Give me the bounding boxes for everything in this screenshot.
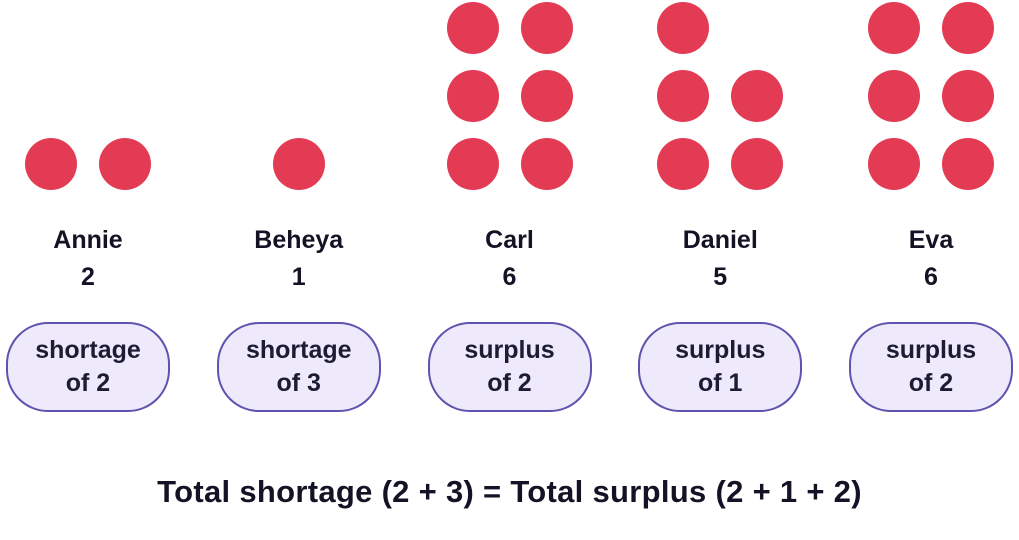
- counter-dot: [446, 70, 499, 122]
- person-name: Eva: [908, 226, 954, 254]
- dot-grid: [236, 2, 362, 190]
- status-badge: surplus of 2: [849, 321, 1013, 412]
- person-name: Annie: [53, 226, 123, 254]
- badge-line-2: of 2: [908, 368, 954, 397]
- person-name: Daniel: [682, 226, 758, 254]
- dot-row: [236, 138, 362, 190]
- badge-line-1: shortage: [35, 336, 141, 364]
- dot-grid: [657, 2, 784, 190]
- counter-dot: [446, 138, 499, 190]
- dot-row: [868, 138, 994, 190]
- dot-row: [657, 138, 784, 190]
- person-column-beheya: Beheya 1 shortage of 3: [211, 2, 387, 412]
- badge-line-2: of 3: [276, 368, 321, 397]
- dot-row: [868, 70, 994, 122]
- counter-dot: [520, 2, 573, 54]
- badge-line-1: shortage: [245, 336, 352, 364]
- person-name: Beheya: [254, 226, 344, 254]
- dot-row: [446, 70, 573, 122]
- counter-dot: [657, 2, 710, 54]
- person-count: 6: [502, 262, 517, 291]
- badge-line-2: of 2: [487, 368, 532, 397]
- dot-grid: [25, 2, 151, 190]
- person-column-daniel: Daniel 5 surplus of 1: [632, 2, 808, 412]
- badge-line-2: of 1: [698, 368, 743, 397]
- counter-dot: [99, 138, 151, 190]
- counter-dot: [942, 70, 994, 122]
- dot-grid: [868, 2, 994, 190]
- counter-dot: [446, 2, 499, 54]
- counter-dot: [520, 138, 573, 190]
- counter-dot: [868, 2, 920, 54]
- dot-row: [446, 138, 573, 190]
- badge-line-1: surplus: [464, 336, 555, 364]
- badge-line-1: surplus: [675, 336, 766, 364]
- dot-row: [657, 2, 783, 54]
- counter-dot: [731, 138, 784, 190]
- equation-text: Total shortage (2 + 3) = Total surplus (…: [157, 473, 862, 509]
- person-count: 5: [713, 262, 728, 291]
- dot-row: [657, 70, 784, 122]
- status-badge: shortage of 2: [6, 321, 170, 412]
- dot-row: [25, 138, 151, 190]
- person-column-eva: Eva 6 surplus of 2: [843, 2, 1019, 412]
- status-badge: shortage of 3: [216, 321, 381, 412]
- counter-dot: [731, 70, 784, 122]
- person-column-annie: Annie 2 shortage of 2: [0, 2, 176, 412]
- status-badge: surplus of 1: [638, 321, 803, 412]
- badge-line-2: of 2: [65, 368, 111, 397]
- counter-dot: [272, 138, 325, 190]
- person-count: 6: [924, 262, 938, 291]
- person-columns: Annie 2 shortage of 2 Beheya 1 shortage of 3 Car…: [0, 2, 1019, 412]
- counter-dot: [868, 138, 920, 190]
- dot-row: [446, 2, 573, 54]
- counter-dot: [657, 138, 710, 190]
- counter-dot: [657, 70, 710, 122]
- counter-dot: [942, 138, 994, 190]
- person-column-carl: Carl 6 surplus of 2: [422, 2, 598, 412]
- counter-dot: [25, 138, 77, 190]
- counter-dot: [868, 70, 920, 122]
- dot-grid: [446, 2, 573, 190]
- badge-line-1: surplus: [885, 336, 977, 364]
- dot-row: [868, 2, 994, 54]
- counter-dot: [520, 70, 573, 122]
- person-count: 2: [81, 262, 95, 291]
- counter-dot: [942, 2, 994, 54]
- person-count: 1: [291, 262, 306, 291]
- status-badge: surplus of 2: [427, 321, 592, 412]
- person-name: Carl: [485, 226, 534, 254]
